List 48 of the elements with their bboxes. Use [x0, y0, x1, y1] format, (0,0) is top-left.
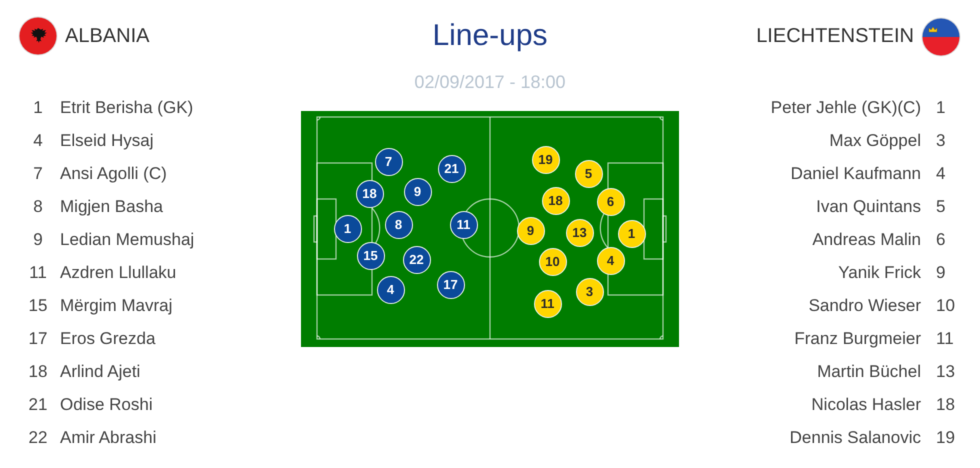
- player-name: Ansi Agolli (C): [60, 164, 167, 184]
- page-title: Line-ups: [432, 18, 548, 54]
- player-name: Daniel Kaufmann: [790, 164, 921, 184]
- shirt-number: 8: [33, 197, 43, 217]
- player-name: Sandro Wieser: [808, 296, 921, 316]
- player-name: Nicolas Hasler: [811, 395, 921, 415]
- player-name: Yanik Frick: [838, 263, 921, 283]
- player-name: Arlind Ajeti: [60, 362, 140, 382]
- player-name: Andreas Malin: [812, 230, 921, 250]
- shirt-number: 7: [33, 164, 43, 184]
- player-name: Elseid Hysaj: [60, 131, 154, 151]
- player-name: Amir Abrashi: [60, 428, 156, 448]
- shirt-number: 5: [936, 197, 946, 217]
- player-name: Max Göppel: [829, 131, 921, 151]
- team-name: LIECHTENSTEIN: [756, 24, 914, 48]
- shirt-number: 6: [936, 230, 946, 250]
- shirt-number: 9: [33, 230, 43, 250]
- player-name: Migjen Basha: [60, 197, 164, 217]
- shirt-number: 17: [28, 329, 48, 349]
- shirt-number: 9: [936, 263, 946, 283]
- player-name: Etrit Berisha (GK): [60, 98, 194, 118]
- player-name: Eros Grezda: [60, 329, 156, 349]
- team-name: ALBANIA: [65, 24, 150, 48]
- shirt-number: 13: [936, 362, 955, 382]
- shirt-number: 18: [28, 362, 48, 382]
- shirt-number: 21: [28, 395, 48, 415]
- shirt-number: 15: [28, 296, 48, 316]
- player-name: Franz Burgmeier: [794, 329, 921, 349]
- player-name: Ivan Quintans: [816, 197, 921, 217]
- player-name: Peter Jehle (GK)(C): [770, 98, 921, 118]
- player-name: Martin Büchel: [817, 362, 921, 382]
- player-name: Odise Roshi: [60, 395, 153, 415]
- shirt-number: 4: [33, 131, 43, 151]
- shirt-number: 1: [33, 98, 43, 118]
- shirt-number: 1: [936, 98, 946, 118]
- player-name: Dennis Salanovic: [790, 428, 921, 448]
- match-date: 02/09/2017 - 18:00: [414, 71, 566, 93]
- shirt-number: 10: [936, 296, 955, 316]
- shirt-number: 22: [28, 428, 48, 448]
- shirt-number: 19: [936, 428, 955, 448]
- shirt-number: 18: [936, 395, 955, 415]
- player-name: Ledian Memushaj: [60, 230, 194, 250]
- shirt-number: 3: [936, 131, 946, 151]
- player-name: Azdren Llullaku: [60, 263, 176, 283]
- shirt-number: 11: [29, 263, 47, 283]
- shirt-number: 11: [936, 329, 954, 349]
- player-name: Mërgim Mavraj: [60, 296, 172, 316]
- shirt-number: 4: [936, 164, 946, 184]
